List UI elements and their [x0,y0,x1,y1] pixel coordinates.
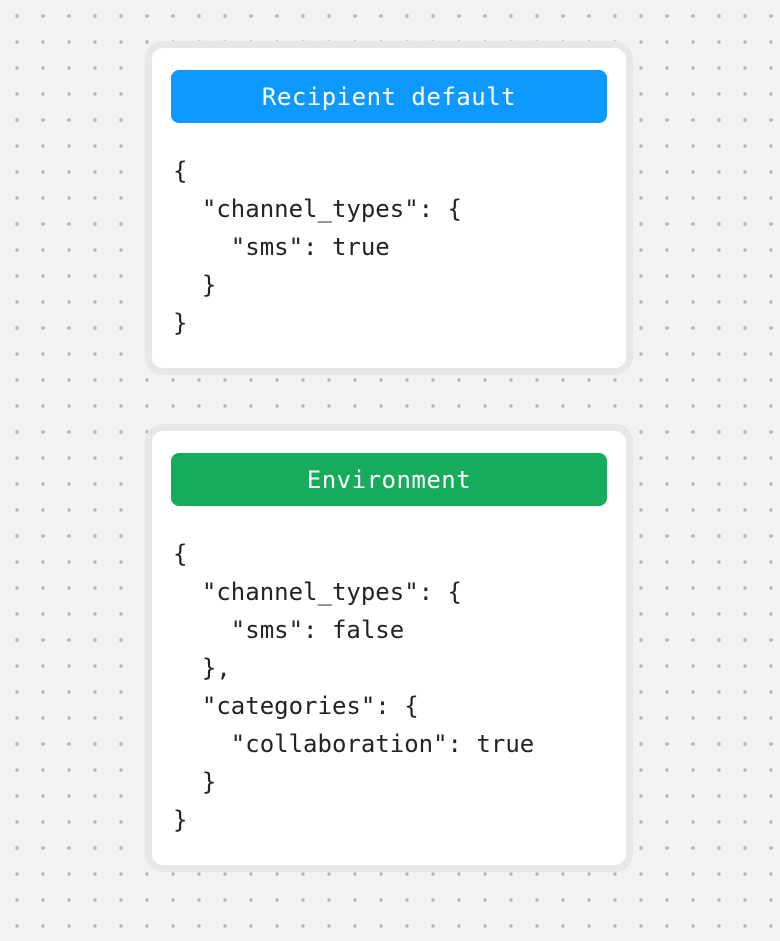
environment-json-code: { "channel_types": { "sms": false }, "ca… [173,540,535,834]
dotted-background: Recipient default { "channel_types": { "… [0,41,780,872]
recipient-default-badge-label: Recipient default [261,82,517,111]
recipient-default-badge: Recipient default [171,70,607,123]
card-recipient-default: Recipient default { "channel_types": { "… [145,41,633,375]
environment-badge-label: Environment [306,465,472,494]
card-environment: Environment { "channel_types": { "sms": … [145,424,633,872]
recipient-default-json-code: { "channel_types": { "sms": true } } [173,157,462,337]
environment-badge: Environment [171,453,607,506]
